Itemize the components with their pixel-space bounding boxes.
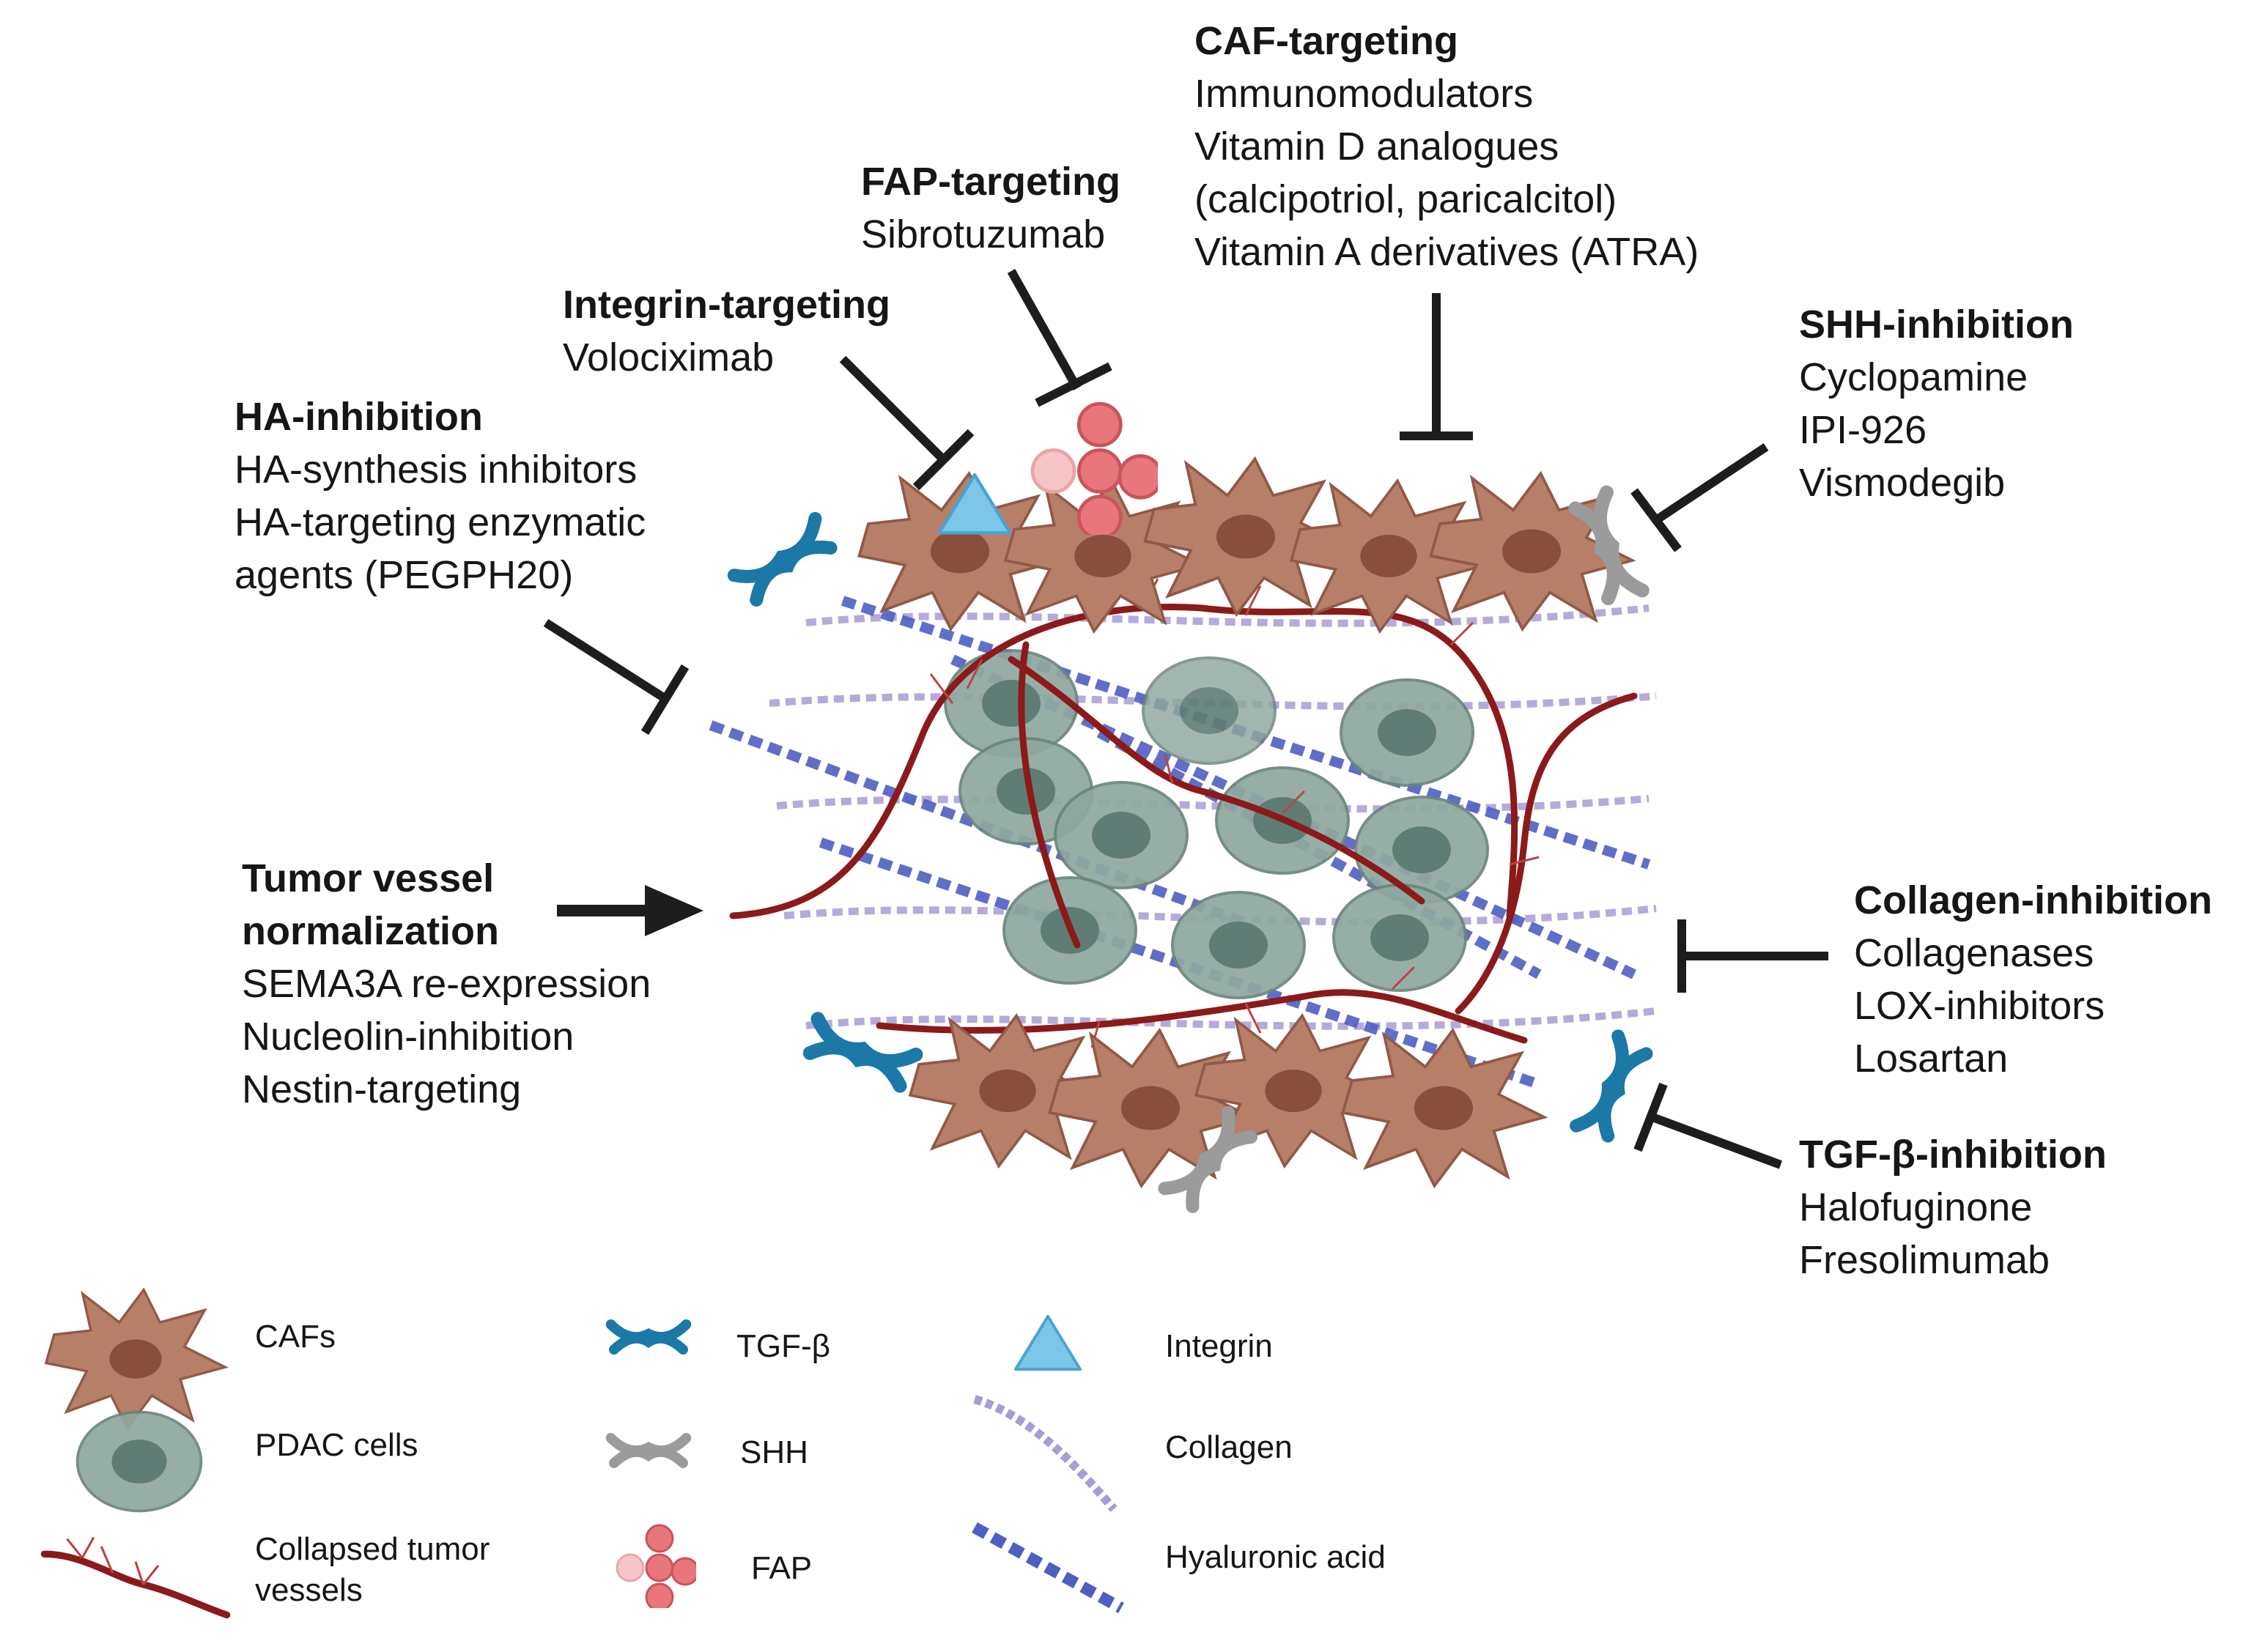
tgf-inhibition-item: Fresolimumab [1799, 1238, 2050, 1282]
legend-pdac-icon [75, 1410, 203, 1513]
integrin-targeting-item: Volociximab [563, 336, 775, 379]
ha-inhibition-item: HA-targeting enzymatic [234, 500, 646, 544]
legend-vessels-line: vessels [255, 1572, 363, 1608]
legend-fap-label: FAP [751, 1550, 813, 1586]
shh-inhibition-item: Vismodegib [1799, 461, 2006, 505]
ha-inhibition-item: HA-synthesis inhibitors [234, 448, 638, 492]
tgf-molecule-top-left [734, 519, 834, 602]
legend-vessel-icon [44, 1538, 226, 1615]
caf-targeting-item: Immunomodulators [1194, 72, 1534, 116]
vessel-normalization-item: Nucleolin-inhibition [242, 1015, 575, 1059]
caf-targeting-item: (calcipotriol, paricalcitol) [1194, 177, 1617, 221]
legend-pdac-label: PDAC cells [255, 1427, 418, 1463]
tgf-inhibition-item: Halofuginone [1799, 1185, 2033, 1229]
caf-targeting-item: Vitamin D analogues [1194, 125, 1559, 168]
legend-hyaluronic-acid-icon [972, 1522, 1124, 1614]
fap-targeting-item: Sibrotuzumab [861, 212, 1106, 256]
legend-tgf-icon [611, 1325, 687, 1349]
caf-bottom-layer [909, 1014, 1546, 1188]
collagen-inhibition-item: Collagenases [1854, 931, 2094, 975]
legend-integrin-icon [1014, 1315, 1082, 1371]
fap-targeting-title: FAP-targeting [861, 160, 1121, 204]
vessel-normalization-item: SEMA3A re-expression [242, 962, 651, 1006]
shh-inhibition-item: IPI-926 [1799, 408, 1927, 452]
legend-collagen-label: Collagen [1165, 1429, 1293, 1465]
caf-targeting-item: Vitamin A derivatives (ATRA) [1194, 230, 1699, 274]
legend-cafs-label: CAFs [255, 1319, 336, 1355]
legend-hyaluronic-acid-label: Hyaluronic acid [1165, 1539, 1386, 1575]
collagen-inhibition-item: LOX-inhibitors [1854, 984, 2105, 1028]
caf-targeting-label: CAF-targeting Immunomodulators Vitamin D… [1194, 15, 1699, 278]
ha-inhibition-title: HA-inhibition [234, 395, 483, 439]
fap-targeting-label: FAP-targeting Sibrotuzumab [861, 155, 1120, 261]
legend-shh-label: SHH [740, 1434, 808, 1470]
ha-inhibition-item: agents (PEGPH20) [234, 553, 574, 597]
legend-tgf-label: TGF-β [736, 1328, 830, 1364]
legend-integrin-label: Integrin [1165, 1328, 1273, 1364]
vessel-normalization-label: Tumor vessel normalization SEMA3A re-exp… [242, 852, 651, 1116]
tgf-inhibition-label: TGF-β-inhibition Halofuginone Fresolimum… [1799, 1128, 2107, 1286]
tgf-molecule-bottom-right [1576, 1036, 1648, 1139]
pdac-cell-cluster [944, 649, 1489, 999]
ha-inhibition-label: HA-inhibition HA-synthesis inhibitors HA… [234, 390, 646, 601]
vessel-normalization-item: Nestin-targeting [242, 1067, 522, 1111]
caf-targeting-title: CAF-targeting [1194, 19, 1458, 63]
vessel-normalization-title: normalization [242, 909, 500, 953]
integrin-targeting-label: Integrin-targeting Volociximab [563, 278, 890, 384]
legend-vessels-line: Collapsed tumor [255, 1531, 490, 1567]
shh-inhibition-label: SHH-inhibition Cyclopamine IPI-926 Vismo… [1799, 298, 2074, 509]
integrin-targeting-title: Integrin-targeting [563, 283, 890, 327]
shh-inhibition-title: SHH-inhibition [1799, 303, 2074, 347]
legend-shh-icon [611, 1438, 687, 1463]
collapsed-tumor-vessels [729, 604, 1638, 1044]
shh-inhibition-item: Cyclopamine [1799, 355, 2028, 399]
inhibition-arrows [543, 269, 1828, 1169]
legend-caf-icon [45, 1288, 226, 1430]
collagen-inhibition-item: Losartan [1854, 1037, 2009, 1081]
legend-fap-icon [616, 1524, 696, 1608]
vessel-normalization-title: Tumor vessel [242, 856, 495, 900]
collagen-inhibition-label: Collagen-inhibition Collagenases LOX-inh… [1854, 874, 2212, 1085]
legend-vessels-label: Collapsed tumor vessels [255, 1529, 490, 1611]
legend-collagen-icon [973, 1395, 1118, 1512]
collagen-inhibition-title: Collagen-inhibition [1854, 878, 2212, 922]
tgf-inhibition-title: TGF-β-inhibition [1799, 1133, 2107, 1177]
vessel-normalization-arrow [557, 885, 703, 936]
